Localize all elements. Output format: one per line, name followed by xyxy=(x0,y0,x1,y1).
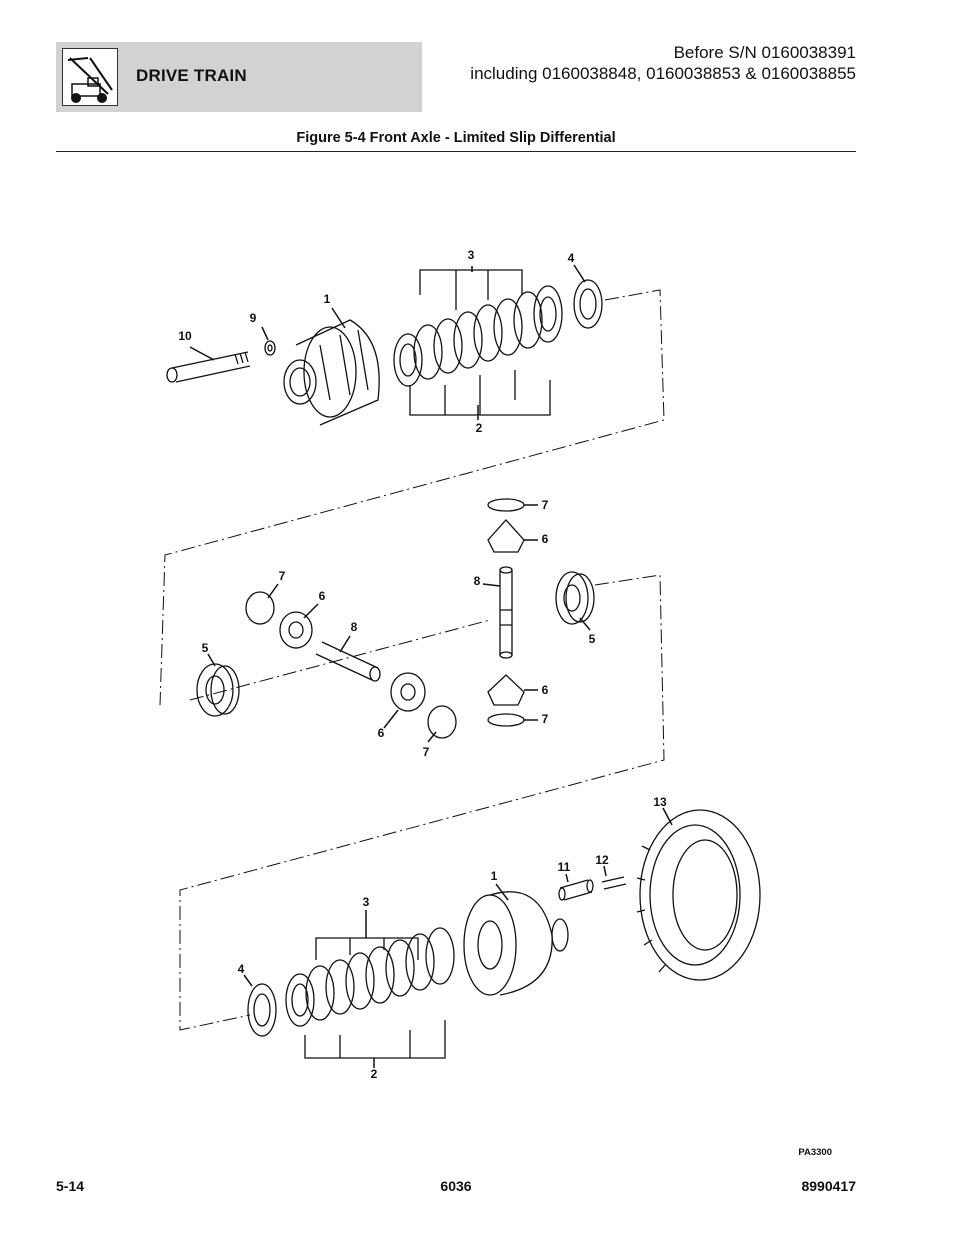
callout-7-d: 7 xyxy=(423,745,430,759)
callout-12: 12 xyxy=(595,853,609,867)
differential-case-top xyxy=(283,319,380,426)
callout-7-b: 7 xyxy=(279,569,286,583)
callout-4-top: 4 xyxy=(568,251,575,265)
callout-6-b: 6 xyxy=(319,589,326,603)
pinion-gear-top xyxy=(487,519,525,553)
thrust-washer-bottom xyxy=(487,713,525,727)
pinion-gear-part xyxy=(279,611,313,649)
ring-gear-part xyxy=(636,809,761,981)
callout-11: 11 xyxy=(558,860,571,874)
machine-telehandler-icon xyxy=(62,48,118,106)
assembly-boundary-lines xyxy=(159,289,665,1031)
document-number: 8990417 xyxy=(801,1178,856,1194)
side-gear-part-right xyxy=(555,571,595,625)
section-title: DRIVE TRAIN xyxy=(136,66,247,85)
vertical-shaft-part xyxy=(499,566,513,659)
shim-part-bottom xyxy=(247,983,277,1037)
dowel-pin-part xyxy=(558,879,594,901)
section-header: DRIVE TRAIN xyxy=(56,42,422,112)
callout-6-d: 6 xyxy=(378,726,385,740)
callout-6-c: 6 xyxy=(542,683,549,697)
callout-3-bottom: 3 xyxy=(363,895,370,909)
differential-case-bottom xyxy=(463,891,569,996)
callout-8-b: 8 xyxy=(351,620,358,634)
callout-5-b: 5 xyxy=(589,632,596,646)
figure-title: Figure 5-4 Front Axle - Limited Slip Dif… xyxy=(296,130,616,146)
clutch-disc-stack-top xyxy=(393,285,563,387)
callout-labels: 10 9 1 3 4 2 7 6 8 7 6 8 5 5 6 7 6 7 13 … xyxy=(178,248,667,1081)
page-number: 5-14 xyxy=(56,1178,85,1194)
callout-9: 9 xyxy=(250,311,257,325)
model-number: 6036 xyxy=(440,1178,472,1194)
leader-lines xyxy=(189,264,673,1068)
callout-10: 10 xyxy=(178,329,192,343)
callout-1-bottom: 1 xyxy=(491,869,498,883)
thrust-washer-part xyxy=(245,591,275,625)
callout-4-bottom: 4 xyxy=(238,962,245,976)
serial-line-2: including 0160038848, 0160038853 & 01600… xyxy=(470,64,856,83)
serial-line-1: Before S/N 0160038391 xyxy=(673,43,856,62)
callout-6-a: 6 xyxy=(542,532,549,546)
callout-2-bottom: 2 xyxy=(371,1067,378,1081)
pinion-gear-part-2 xyxy=(390,672,426,712)
cross-shaft-part xyxy=(315,641,381,682)
shim-part-top xyxy=(573,279,603,329)
roll-pin-part xyxy=(601,876,627,890)
bolt-part xyxy=(166,351,251,383)
callout-13: 13 xyxy=(653,795,667,809)
header-rule xyxy=(56,151,856,152)
callout-2-top: 2 xyxy=(476,421,483,435)
clutch-disc-stack-bottom xyxy=(285,927,455,1027)
callout-8-a: 8 xyxy=(474,574,481,588)
callout-7-c: 7 xyxy=(542,712,549,726)
callout-3-top: 3 xyxy=(468,248,475,262)
thrust-washer-part-2 xyxy=(427,705,457,739)
pinion-gear-bottom xyxy=(487,674,525,706)
serial-number-block: Before S/N 0160038391 including 01600388… xyxy=(470,42,856,84)
callout-5-a: 5 xyxy=(202,641,209,655)
washer-part xyxy=(264,340,276,356)
callout-7-a: 7 xyxy=(542,498,549,512)
figure-code: PA3300 xyxy=(798,1147,832,1158)
side-gear-part-left xyxy=(196,663,240,717)
thrust-washer-top xyxy=(487,498,525,512)
callout-1-top: 1 xyxy=(324,292,331,306)
